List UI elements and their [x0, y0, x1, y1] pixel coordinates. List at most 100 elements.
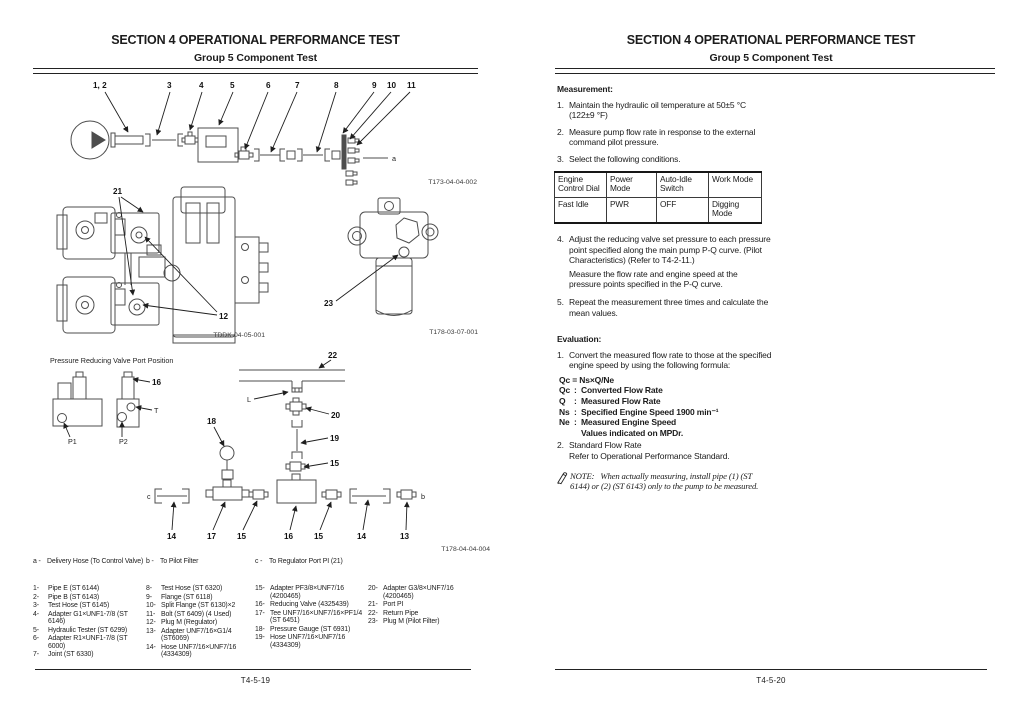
measurement-step-4-sub: Measure the flow rate and engine speed a… — [569, 268, 738, 290]
table-header-row: Engine Control Dial Power Mode Auto-Idle… — [554, 170, 762, 198]
callout-15-top: 15 — [330, 459, 340, 468]
part-item: 5-Hydraulic Tester (ST 6299) — [33, 626, 128, 634]
label-b: b — [421, 492, 425, 501]
formula-row: Ne:Measured Engine Speed — [559, 417, 677, 428]
step-line: Standard Flow Rate — [569, 440, 642, 451]
fig-id-tester: T173-04-04-002 — [428, 179, 477, 186]
measurement-step-1: 1. Maintain the hydraulic oil temperatur… — [557, 100, 782, 121]
callout-17: 17 — [207, 532, 217, 541]
note-block: NOTE:When actually measuring, install pi… — [557, 471, 782, 492]
callout-8: 8 — [334, 81, 339, 90]
measurement-step-2: 2. Measure pump flow rate in response to… — [557, 127, 782, 148]
port-position-title: Pressure Reducing Valve Port Position — [50, 356, 173, 365]
label-t: T — [154, 406, 159, 415]
right-page-body: Measurement: 1. Maintain the hydraulic o… — [554, 84, 782, 492]
part-item: 10-Split Flange (ST 6130)×2 — [146, 602, 236, 609]
fig-tester-line: 1, 2 3 4 5 6 7 8 9 10 11 a T173-04-04-00… — [70, 81, 477, 186]
part-item: 13-Adapter UNF7/16×G1/4 (ST6069) — [146, 627, 232, 643]
fig-id-piping: T178-04-04-004 — [441, 546, 490, 553]
fig-port-position: Pressure Reducing Valve Port Position 16… — [50, 356, 173, 446]
step-text: Repeat the measurement three times and c… — [569, 296, 769, 318]
part-item: 6-Adapter R1×UNF1-7/8 (ST 6000) — [33, 635, 128, 650]
legend-item: a - Delivery Hose (To Control Valve) — [33, 558, 145, 566]
port-position-art — [52, 371, 140, 428]
formula-row: Ns:Specified Engine Speed 1900 min⁻¹ — [559, 406, 719, 417]
fig-id-filter: T178-03-07-001 — [429, 329, 478, 336]
callout-16: 16 — [284, 532, 294, 541]
col-auto-idle-switch: Auto-Idle Switch — [656, 170, 709, 198]
part-item: 14-Hose UNF7/16×UNF7/16 (4334309) — [146, 643, 237, 659]
table-data-row: Fast Idle PWR OFF Digging Mode — [554, 196, 762, 224]
legend-key: c - — [255, 558, 263, 565]
fig-piping: 22 L 20 19 15 18 c b 14 17 15 16 15 14 — [147, 351, 490, 553]
step-number: 4. — [557, 233, 564, 244]
fig-pump: 21 12 TDDK-04-05-001 — [56, 186, 269, 344]
callout-13: 13 — [400, 532, 410, 541]
label-p2: P2 — [119, 437, 128, 446]
part-item: 11-Bolt (ST 6409) (4 Used) — [146, 610, 232, 618]
step-text: Select the following conditions. — [569, 153, 681, 164]
callout-19: 19 — [330, 434, 340, 443]
note-label: NOTE: — [570, 470, 595, 481]
callout-23: 23 — [324, 299, 334, 308]
part-item: 17-Tee UNF7/16×UNF7/16×PF1/4 (ST 6451) — [255, 609, 363, 625]
step-line: Refer to Operational Performance Standar… — [569, 451, 730, 462]
part-item: 16-Reducing Valve (4325439) — [255, 601, 349, 608]
part-item: 19-Hose UNF7/16×UNF7/16 (4334309) — [255, 634, 346, 649]
legend-text: To Pilot Filter — [160, 558, 199, 565]
filter-line-art — [347, 197, 439, 316]
legend-key: b - — [146, 558, 154, 565]
step-number: 5. — [557, 296, 564, 307]
callout-4: 4 — [199, 81, 204, 90]
pump-line-art — [56, 186, 269, 344]
step-number: 2. — [557, 126, 564, 137]
fig-id-pump: TDDK-04-05-001 — [213, 332, 265, 339]
step-number: 2. — [557, 440, 564, 451]
left-page: SECTION 4 OPERATIONAL PERFORMANCE TEST G… — [33, 33, 490, 685]
part-item: 23-Plug M (Pilot Filter) — [368, 618, 440, 625]
callout-9: 9 — [372, 81, 377, 90]
legend-key: a - — [33, 558, 41, 565]
callout-20: 20 — [331, 411, 341, 420]
part-item: 9-Flange (ST 6118) — [146, 593, 213, 601]
page-title: SECTION 4 OPERATIONAL PERFORMANCE TEST — [111, 33, 400, 47]
legend-text: To Regulator Port PI (21) — [269, 558, 343, 565]
footer-rule — [35, 669, 471, 670]
cell-power-mode: PWR — [606, 196, 657, 224]
callout-18: 18 — [207, 417, 217, 426]
step-number: 1. — [557, 99, 564, 110]
callout-12: 12 — [219, 312, 229, 321]
measurement-heading: Measurement: — [557, 84, 613, 94]
step-text: Adjust the reducing valve set pressure t… — [569, 233, 771, 266]
legend-item: c - To Regulator Port PI (21) — [255, 558, 395, 566]
label-p1: P1 — [68, 437, 77, 446]
step-text: Maintain the hydraulic oil temperature a… — [569, 100, 775, 121]
formula-rows: Qc:Converted Flow Rate Q:Measured Flow R… — [559, 385, 782, 427]
tester-callouts: 1, 2 3 4 5 6 7 8 9 10 11 — [93, 81, 416, 153]
step-number: 3. — [557, 153, 564, 164]
measurement-step-5: 5. Repeat the measurement three times an… — [557, 297, 782, 318]
conditions-table: Engine Control Dial Power Mode Auto-Idle… — [554, 170, 762, 224]
col-engine-control-dial: Engine Control Dial — [554, 170, 607, 198]
formula-head: Qc = Ns×Q/Ne — [559, 374, 614, 385]
callout-15-right: 15 — [314, 532, 324, 541]
footer-rule — [555, 669, 987, 670]
col-work-mode: Work Mode — [708, 170, 762, 198]
parts-column-1: 1-Pipe E (ST 6144) 2-Pipe B (ST 6143) 3-… — [33, 585, 145, 660]
callout-14-left: 14 — [167, 532, 177, 541]
measurement-step-3: 3. Select the following conditions. — [557, 154, 782, 165]
callout-15-left: 15 — [237, 532, 247, 541]
part-item: 12-Plug M (Regulator) — [146, 619, 218, 626]
parts-legend-col2: b - To Pilot Filter — [146, 558, 251, 566]
part-item: 7-Joint (ST 6330) — [33, 651, 94, 658]
callout-14-right: 14 — [357, 532, 367, 541]
page-number: T4-5-20 — [756, 676, 786, 685]
part-item: 8-Test Hose (ST 6320) — [146, 585, 223, 592]
callout-1-2: 1, 2 — [93, 81, 107, 90]
label-a: a — [392, 154, 396, 163]
tester-line-art — [70, 120, 388, 186]
cell-engine-control-dial: Fast Idle — [554, 196, 607, 224]
step-line: (122±9 °F) — [569, 110, 608, 121]
pump-callouts: 21 12 — [113, 187, 229, 321]
evaluation-step-2: 2. Standard Flow Rate Refer to Operation… — [557, 440, 782, 461]
